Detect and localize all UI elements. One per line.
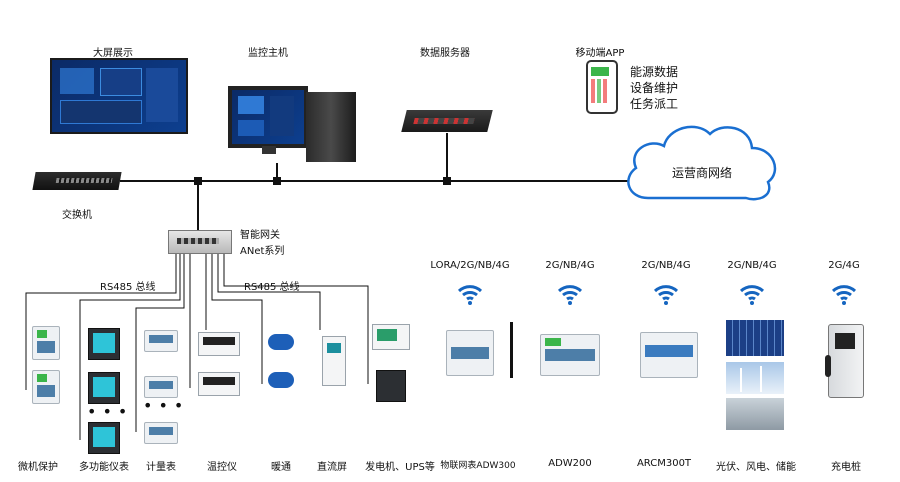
device-label: 发电机、UPS等 <box>365 462 435 473</box>
device-label: 直流屏 <box>317 462 347 473</box>
energy-storage-photo <box>726 398 784 430</box>
wind-turbine-photo <box>726 362 784 394</box>
protocol-label: LORA/2G/NB/4G <box>430 260 510 271</box>
temperature-controller <box>198 332 240 356</box>
energy-meter <box>144 330 178 352</box>
device-label: 微机保护 <box>18 462 58 473</box>
device-label: 物联网表ADW300 <box>440 461 516 471</box>
device-label: ADW200 <box>548 458 592 469</box>
big-screen-display <box>50 58 188 134</box>
monitor-stand <box>262 146 276 154</box>
big-screen-label: 大屏展示 <box>93 48 133 59</box>
device-label: 计量表 <box>146 462 176 473</box>
wifi-icon <box>457 285 483 305</box>
device-label: 多功能仪表 <box>79 462 129 473</box>
device-label: 温控仪 <box>207 462 237 473</box>
rs485-bus-label: RS485 总线 <box>100 282 156 293</box>
multifunction-meter <box>88 328 120 360</box>
device-label: 充电桩 <box>831 462 861 473</box>
gateway-model-label: ANet系列 <box>240 246 285 257</box>
junction-node <box>443 177 451 185</box>
rs485-bus-label: RS485 总线 <box>244 282 300 293</box>
wifi-icon <box>557 285 583 305</box>
phone-device <box>586 60 618 114</box>
gateway-name-label: 智能网关 <box>240 230 280 241</box>
wireless-meter-adw200 <box>540 334 600 376</box>
ups-unit <box>376 370 406 402</box>
app-feature-list: 能源数据 设备维护 任务派工 <box>630 64 678 112</box>
arc-detector-arcm300t <box>640 332 698 378</box>
wifi-icon <box>739 285 765 305</box>
energy-meter <box>144 422 178 444</box>
more-dots: ••• <box>143 396 190 415</box>
iot-meter-adw300 <box>446 330 494 376</box>
wifi-icon <box>653 285 679 305</box>
device-label: 暖通 <box>271 462 291 473</box>
smart-gateway <box>168 230 232 254</box>
monitor-screen <box>228 86 308 148</box>
multifunction-meter <box>88 372 120 404</box>
device-label: 光伏、风电、储能 <box>716 462 796 473</box>
junction-node <box>273 177 281 185</box>
energy-meter <box>144 376 178 398</box>
app-feature-item: 设备维护 <box>630 81 679 95</box>
rack-server <box>401 110 493 132</box>
generator-controller <box>372 324 410 350</box>
device-connector-ticks <box>25 320 369 440</box>
protection-relay <box>32 370 60 404</box>
protection-relay <box>32 326 60 360</box>
pc-tower <box>306 92 356 162</box>
hvac-flowmeter <box>268 372 294 388</box>
device-label: ARCM300T <box>636 458 692 469</box>
temperature-controller <box>198 372 240 396</box>
mobile-app-label: 移动端APP <box>575 48 625 59</box>
carrier-network-label: 运营商网络 <box>671 166 733 180</box>
charging-pile <box>825 324 864 398</box>
network-switch <box>32 172 122 190</box>
multifunction-meter <box>88 422 120 454</box>
protocol-label: 2G/4G <box>828 260 860 271</box>
protocol-label: 2G/NB/4G <box>727 260 777 271</box>
protocol-label: 2G/NB/4G <box>545 260 595 271</box>
dc-panel-cabinet <box>322 336 346 386</box>
wifi-icon <box>831 285 857 305</box>
antenna <box>510 322 513 378</box>
hvac-flowmeter <box>268 334 294 350</box>
app-feature-item: 能源数据 <box>630 65 679 79</box>
rs485-bus-lines <box>25 252 369 330</box>
protocol-label: 2G/NB/4G <box>641 260 691 271</box>
junction-node <box>194 177 202 185</box>
monitor-host-label: 监控主机 <box>248 48 288 59</box>
switch-label: 交换机 <box>62 210 92 221</box>
cloud-icon <box>627 125 777 201</box>
data-server-label: 数据服务器 <box>420 48 470 59</box>
more-dots: ••• <box>87 402 134 421</box>
solar-panel-photo <box>726 320 784 356</box>
app-feature-item: 任务派工 <box>630 97 679 111</box>
